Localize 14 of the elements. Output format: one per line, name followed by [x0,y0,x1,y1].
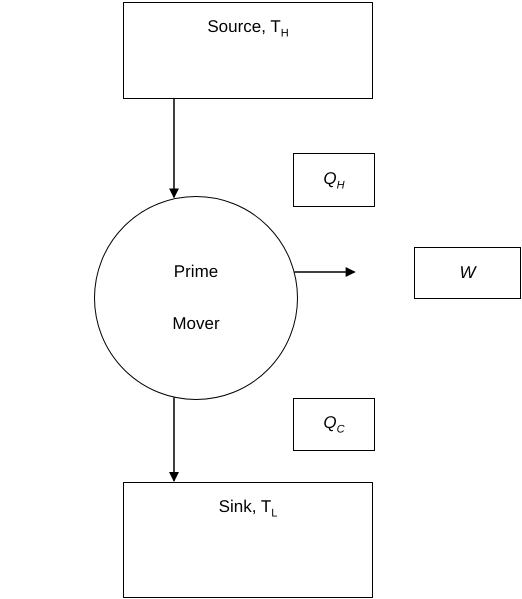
label-box [414,247,521,299]
sink-box [123,482,373,598]
node-label: Q$_{H}$ [323,168,345,192]
node-label: Q$_{C}$ [323,413,345,436]
arrow [169,99,179,198]
node-label: Prime Mover [171,261,221,335]
node-label: Sink, T$_{L}$ [218,497,278,520]
node-label: Source, T$_{H}$ [207,17,289,40]
source-box [123,2,373,99]
node-label: W [459,263,476,283]
arrow [169,398,179,482]
label-box [293,153,375,207]
arrow [294,267,356,277]
label-box [293,398,375,451]
